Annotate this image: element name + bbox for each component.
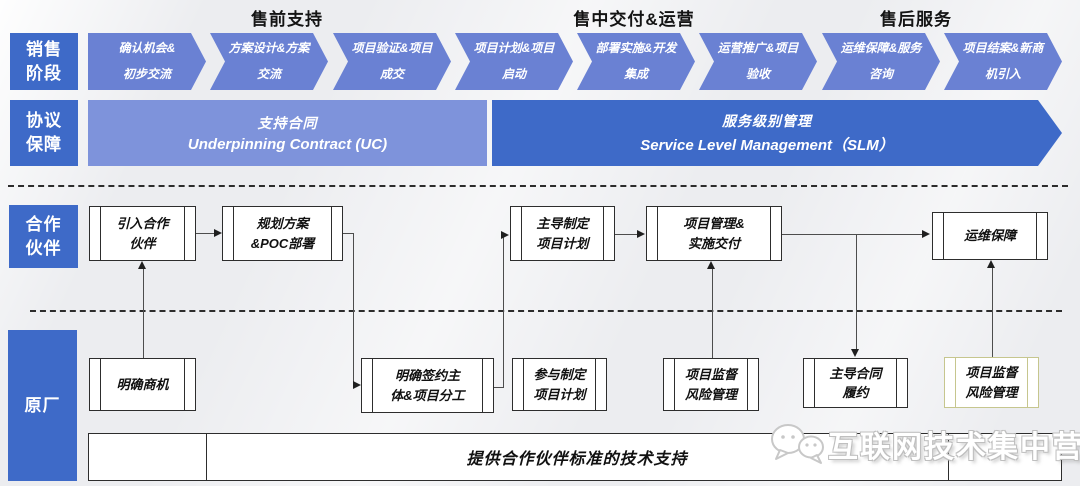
partner-box-om-assurance: 运维保障	[932, 212, 1048, 260]
stage-chevron-7: 运维保障&服务 咨询	[822, 33, 940, 90]
connector-risk1-to-mgmt-line	[712, 268, 713, 358]
row-label-partner: 合作 伙伴	[9, 205, 78, 268]
connector-entity-to-lead-vseg	[503, 236, 504, 388]
partner-box-project-mgmt-delivery: 项目管理& 实施交付	[646, 206, 782, 261]
uc-contract-title-en: Underpinning Contract (UC)	[187, 136, 388, 153]
partner-box-introduce-partner: 引入合作 伙伴	[89, 206, 196, 261]
connector-mgmt-to-fulfillment-line	[856, 234, 857, 349]
stage-chevron-6: 运营推广&项目 验收	[699, 33, 817, 90]
connector-poc-to-entity-hseg	[343, 233, 353, 234]
watermark: 互联网技术集中营	[766, 421, 1080, 467]
tech-support-bar-label: 提供合作伙伴标准的技术支持	[466, 451, 688, 468]
dashed-separator-top	[8, 185, 1068, 187]
stage-chevron-2: 方案设计&方案 交流	[210, 33, 328, 90]
watermark-text: 互联网技术集中营	[828, 431, 1080, 464]
connector-opportunity-to-intro-arrow	[138, 261, 146, 269]
row-label-sales-stage: 销售 阶段	[10, 33, 78, 90]
phase-header-delivery-operation: 售中交付&运营	[573, 10, 695, 29]
dashed-separator-bottom	[30, 310, 1062, 312]
connector-intro-to-plan-line	[196, 233, 214, 234]
slm-title-en: Service Level Management（SLM）	[640, 137, 894, 154]
connector-lead-to-mgmt-arrow	[637, 230, 645, 238]
connector-lead-to-mgmt-line	[615, 234, 637, 235]
stage-chevron-1: 确认机会& 初步交流	[88, 33, 206, 90]
connector-mgmt-to-om-line	[782, 234, 922, 235]
stage-chevron-5: 部署实施&开发 集成	[577, 33, 695, 90]
connector-entity-to-lead-hseg	[494, 387, 503, 388]
partner-box-plan-poc: 规划方案 &POC部署	[222, 206, 343, 261]
vendor-box-supervision-risk-1: 项目监督 风险管理	[663, 358, 759, 411]
vendor-box-identify-opportunity: 明确商机	[89, 358, 196, 411]
tech-support-bar: 提供合作伙伴标准的技术支持	[88, 433, 1062, 481]
chat-bubbles-icon	[771, 424, 824, 464]
connector-poc-to-entity-vseg	[353, 233, 354, 386]
connector-opportunity-to-intro-line	[143, 268, 144, 358]
connector-intro-to-plan-arrow	[214, 229, 222, 237]
connector-mgmt-to-fulfillment-arrow	[851, 349, 859, 357]
connector-poc-to-entity-arrow	[353, 381, 361, 389]
connector-risk2-to-om-arrow	[987, 260, 995, 268]
phase-header-presales: 售前支持	[251, 10, 323, 29]
uc-contract-box: 支持合同 Underpinning Contract (UC)	[88, 100, 487, 166]
vendor-box-supervision-risk-2: 项目监督 风险管理	[944, 357, 1039, 408]
tech-support-bar-divider-right	[948, 434, 949, 480]
connector-mgmt-to-om-arrow	[922, 230, 930, 238]
vendor-box-contract-entity-division: 明确签约主 体&项目分工	[361, 358, 494, 413]
stage-chevron-3: 项目验证&项目 成交	[333, 33, 451, 90]
vendor-box-lead-contract-fulfillment: 主导合同 履约	[803, 358, 908, 408]
stage-chevron-4: 项目计划&项目 启动	[455, 33, 573, 90]
connector-risk1-to-mgmt-arrow	[707, 261, 715, 269]
row-label-vendor: 原厂	[8, 330, 77, 481]
vendor-box-join-project-plan: 参与制定 项目计划	[512, 358, 607, 411]
slm-arrow-box: 服务级别管理 Service Level Management（SLM）	[492, 100, 1062, 166]
partner-box-lead-project-plan: 主导制定 项目计划	[510, 206, 615, 261]
connector-risk2-to-om-line	[992, 266, 993, 357]
tech-support-bar-divider-left	[206, 434, 207, 480]
row-label-agreement: 协议 保障	[10, 100, 78, 166]
slm-title-zh: 服务级别管理	[722, 113, 812, 129]
connector-entity-to-lead-arrow	[501, 231, 509, 239]
uc-contract-title-zh: 支持合同	[257, 115, 318, 131]
stage-chevron-8: 项目结案&新商 机引入	[944, 33, 1062, 90]
phase-header-aftersales: 售后服务	[880, 10, 952, 29]
